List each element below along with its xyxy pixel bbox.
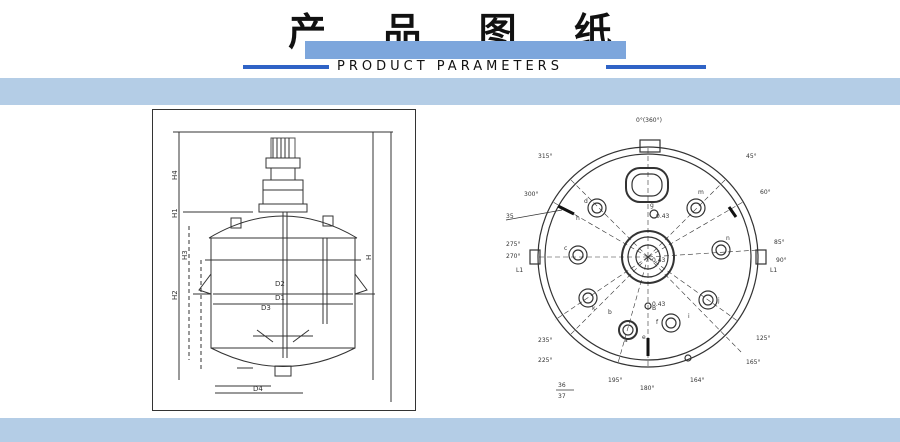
port-i: i	[688, 313, 690, 320]
port-g: g	[650, 202, 654, 209]
dim-h: H	[365, 255, 373, 260]
top-view-drawing: 0°(360°) 45° 60° 85° 90° 125° 165° 164° …	[505, 117, 787, 400]
leader-35: 35	[506, 213, 514, 220]
dim-d3: D3	[261, 304, 271, 312]
subtitle-rule-right	[606, 65, 706, 69]
angle-0: 0°(360°)	[636, 117, 662, 124]
angle-195: 195°	[608, 377, 622, 384]
port-n: n	[726, 235, 730, 242]
dim-h3: H3	[181, 250, 189, 260]
port-e: e	[642, 334, 646, 341]
angle-235: 235°	[538, 337, 552, 344]
bottom-divider-band	[0, 418, 900, 442]
dim-043-b: 0.43	[652, 301, 666, 308]
port-b: b	[608, 309, 612, 316]
angle-180: 180°	[640, 385, 654, 392]
dim-h1: H1	[171, 208, 179, 218]
angle-85: 85°	[774, 239, 785, 246]
page-subtitle-text: PRODUCT PARAMETERS	[329, 59, 571, 74]
angle-275: 275°	[506, 241, 520, 248]
top-divider-band	[0, 78, 900, 105]
angle-315: 315°	[538, 153, 552, 160]
port-B: B	[652, 305, 656, 312]
title-highlight-bar	[305, 41, 626, 59]
port-k: k	[592, 305, 596, 312]
angle-300: 300°	[524, 191, 538, 198]
port-j: j	[717, 297, 720, 304]
port-f: f	[656, 319, 659, 326]
angle-270: 270°	[506, 253, 520, 260]
angle-90: 90°	[776, 257, 787, 264]
dim-d2: D2	[275, 280, 285, 288]
front-view-panel: H4 H1 H3 H2 H D2 D1 D3 D4	[152, 109, 416, 411]
angle-60: 60°	[760, 189, 771, 196]
port-d: d	[584, 198, 588, 205]
angle-45: 45°	[746, 153, 757, 160]
port-a: a	[624, 337, 628, 344]
port-m: m	[698, 189, 704, 196]
dim-d4: D4	[253, 385, 263, 393]
front-view-drawing: H4 H1 H3 H2 H D2 D1 D3 D4	[171, 131, 393, 402]
dim-d1: D1	[275, 294, 285, 302]
port-c: c	[564, 245, 567, 252]
dim-h2: H2	[171, 290, 179, 300]
leader-36: 36	[558, 382, 566, 389]
angle-125: 125°	[756, 335, 770, 342]
dim-043-a: 0.43	[656, 213, 670, 220]
dim-h4: H4	[171, 170, 179, 180]
leader-37: 37	[558, 393, 566, 400]
page-subtitle: PRODUCT PARAMETERS	[0, 57, 900, 77]
angle-165: 165°	[746, 359, 760, 366]
angle-164: 164°	[690, 377, 704, 384]
dim-043-c: 0.43	[652, 257, 666, 264]
side-l1-left: L1	[516, 267, 523, 274]
subtitle-rule-left	[243, 65, 329, 69]
side-l1-right: L1	[770, 267, 777, 274]
port-h: h	[576, 215, 580, 222]
angle-225: 225°	[538, 357, 552, 364]
